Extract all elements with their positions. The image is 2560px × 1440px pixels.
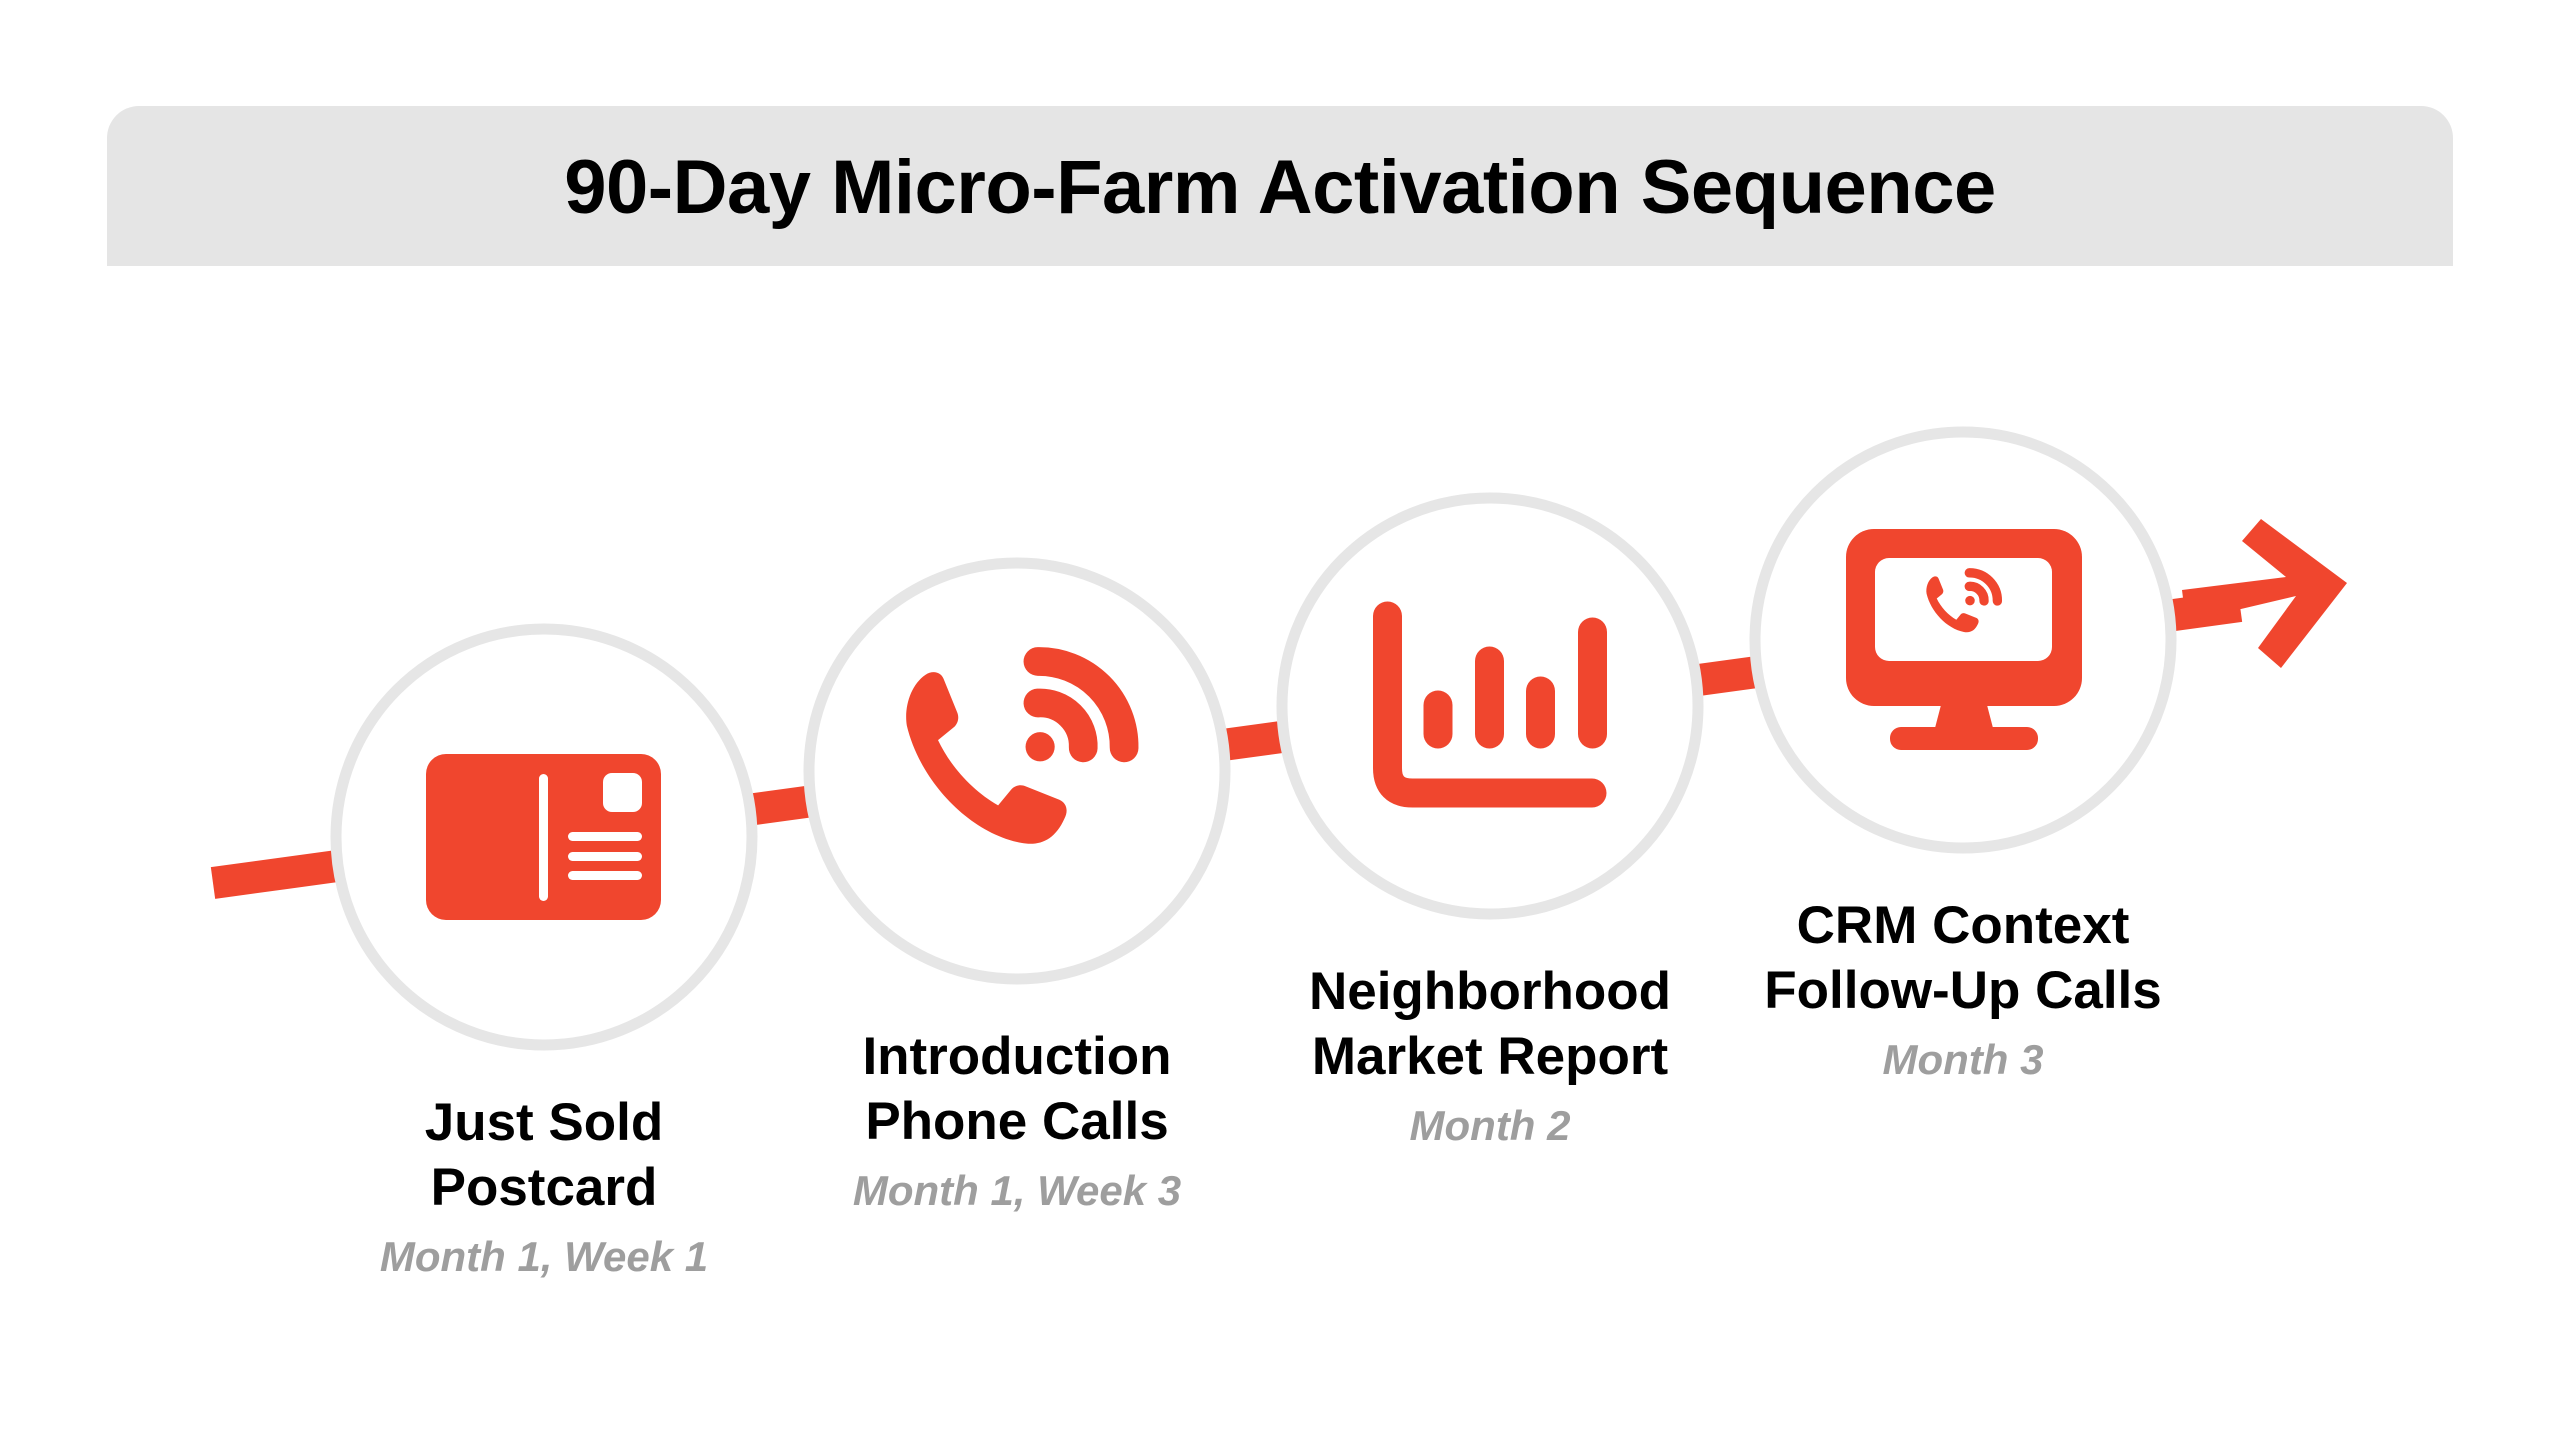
step-4-timing: Month 3: [1882, 1036, 2044, 1083]
arrow-right-icon: [2182, 519, 2347, 668]
step-3-title: Neighborhood Market Report: [1308, 962, 1672, 1086]
step-2-label: Introduction Phone Calls Month 1, Week 3: [757, 1024, 1277, 1216]
step-2-node: [803, 557, 1231, 985]
step-4-node: [1749, 426, 2177, 854]
step-2-title: Introduction Phone Calls: [862, 1027, 1172, 1151]
monitor-phone-icon: [1846, 529, 2082, 750]
step-1-title: Just Sold Postcard: [424, 1093, 664, 1217]
step-3-label: Neighborhood Market Report Month 2: [1230, 959, 1750, 1151]
step-1-node: [330, 623, 758, 1051]
step-4-title: CRM Context Follow-Up Calls: [1764, 896, 2162, 1020]
step-3-timing: Month 2: [1409, 1102, 1571, 1149]
bar-chart-icon: [1373, 601, 1607, 808]
step-4-label: CRM Context Follow-Up Calls Month 3: [1703, 893, 2223, 1085]
step-1-label: Just Sold Postcard Month 1, Week 1: [284, 1090, 804, 1282]
step-2-timing: Month 1, Week 3: [852, 1167, 1182, 1214]
step-3-node: [1276, 492, 1704, 920]
title-banner: 90-Day Micro-Farm Activation Sequence: [107, 106, 2453, 266]
postcard-icon: [426, 754, 661, 920]
page-title: 90-Day Micro-Farm Activation Sequence: [564, 145, 1996, 230]
step-1-timing: Month 1, Week 1: [379, 1233, 709, 1280]
